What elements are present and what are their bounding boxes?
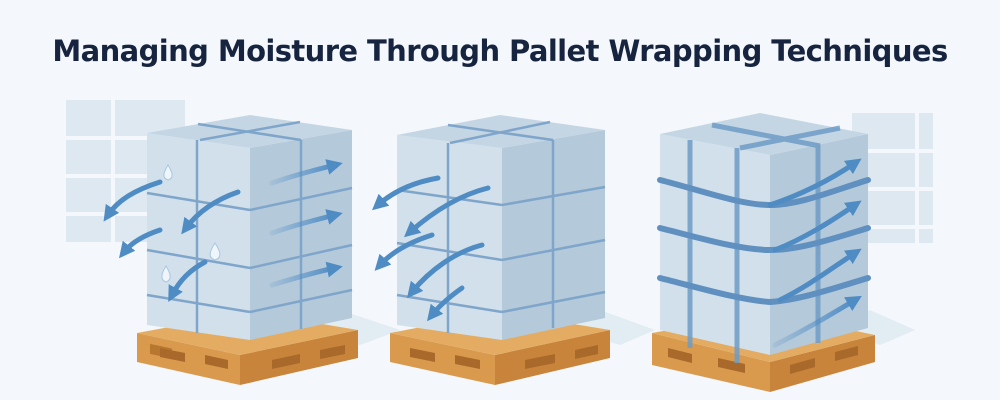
- airflow-arrow-icon: [103, 179, 241, 303]
- illustration: [0, 95, 1000, 400]
- water-droplet-icon: [161, 164, 221, 283]
- airflow-arrow-icon: [767, 158, 862, 303]
- pallet-strapped: [652, 113, 875, 392]
- pallet-unwrapped: [103, 115, 358, 385]
- page-title: Managing Moisture Through Pallet Wrappin…: [52, 34, 948, 68]
- airflow-arrow-icon: [371, 175, 491, 322]
- pallet-partially-wrapped: [371, 115, 610, 385]
